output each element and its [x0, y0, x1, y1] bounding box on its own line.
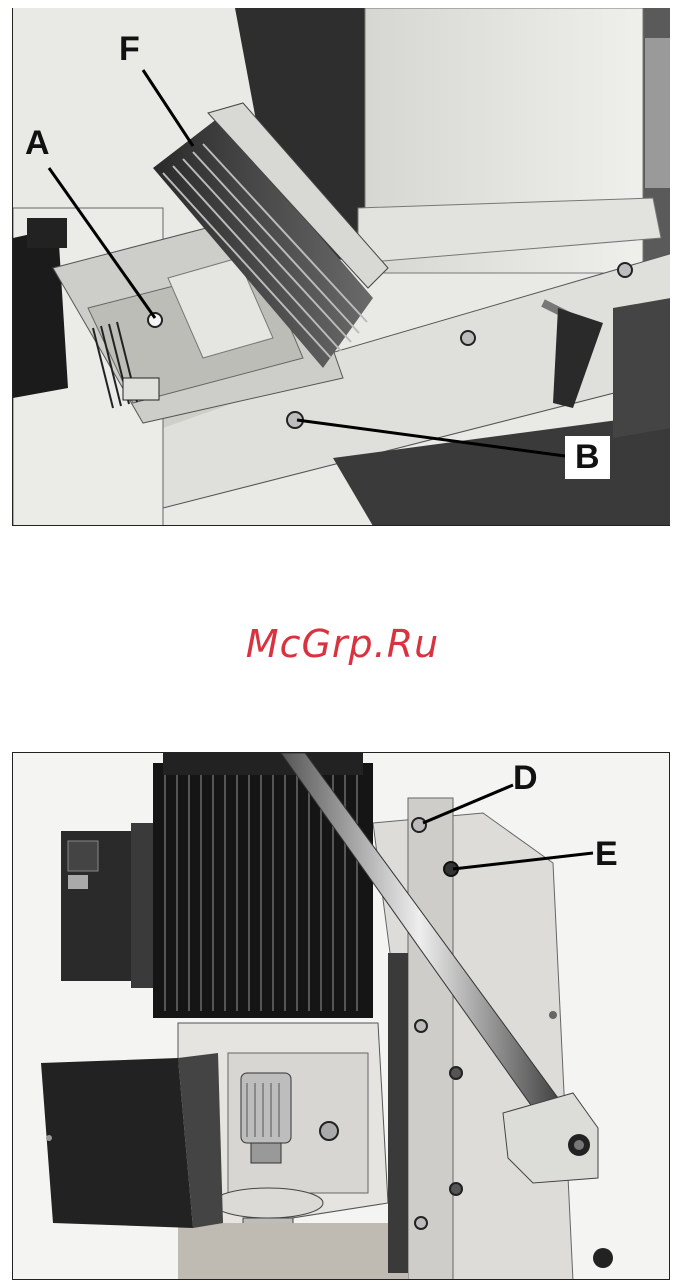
watermark-text: McGrp.Ru: [0, 622, 685, 666]
motor-head-photo: D E: [12, 752, 670, 1280]
callout-f: F: [119, 30, 140, 69]
callout-d: D: [513, 759, 538, 798]
callout-e: E: [595, 835, 618, 874]
motor-head-drawing: [13, 753, 670, 1280]
motor-housing: [153, 753, 373, 1018]
machine-table-photo: A F B: [12, 8, 670, 526]
callout-a: A: [25, 124, 50, 163]
callout-b: B: [565, 436, 610, 479]
